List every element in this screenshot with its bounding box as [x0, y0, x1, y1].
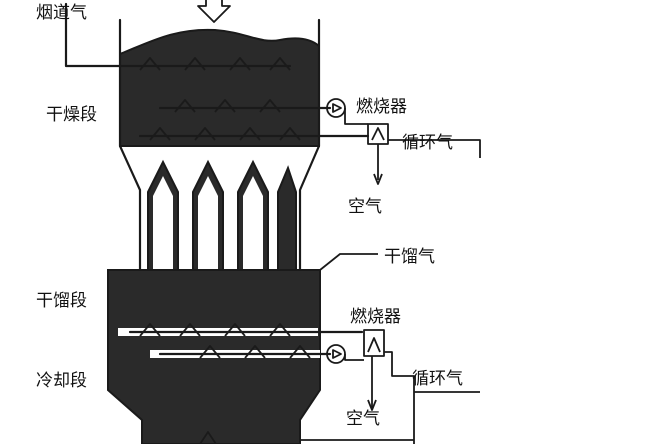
label-drying-section: 干燥段 [46, 105, 97, 125]
column-4 [277, 165, 297, 273]
burner-bottom [300, 329, 480, 444]
upper-distributors [64, 2, 370, 141]
label-air-top: 空气 [348, 197, 382, 217]
label-recycle-gas-top: 循环气 [402, 133, 453, 153]
lower-distributors [128, 323, 364, 359]
label-burner-top: 燃烧器 [356, 97, 407, 117]
burner-bottom-box [363, 329, 385, 357]
downcomer-columns [147, 159, 297, 273]
retort-vessel [107, 269, 321, 444]
label-retort-gas: 干馏气 [384, 247, 435, 267]
label-air-bottom: 空气 [346, 409, 380, 429]
label-flue-gas: 烟道气 [36, 3, 87, 23]
feed-inlet-arrow [197, 0, 231, 23]
drying-vessel [118, 18, 321, 274]
burner-top [326, 98, 481, 185]
label-burner-bottom: 燃烧器 [350, 307, 401, 327]
material-bed [119, 28, 320, 147]
label-cooling-section: 冷却段 [36, 371, 87, 391]
burner-top-box [367, 123, 389, 145]
label-recycle-gas-bottom: 循环气 [412, 369, 463, 389]
label-retort-section: 干馏段 [36, 291, 87, 311]
retort-gas-outlet [319, 253, 378, 271]
